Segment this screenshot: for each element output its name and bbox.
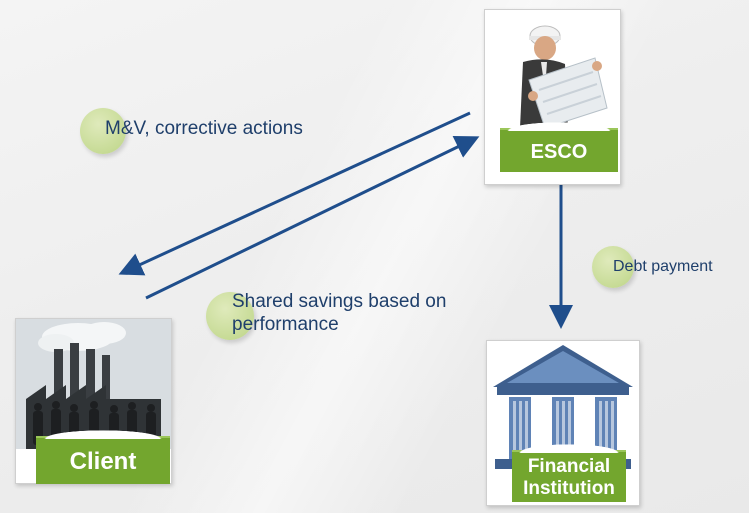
mv-bubble xyxy=(80,108,126,154)
client-label: Client xyxy=(69,448,137,475)
esco-label: ESCO xyxy=(530,141,588,163)
factory-icon xyxy=(16,319,171,449)
esco-tag: ESCO xyxy=(500,121,618,172)
arrow-esco-to-client xyxy=(118,111,471,276)
shared-label-line1: Shared savings based on xyxy=(232,291,447,312)
arrow-client-to-esco xyxy=(145,136,480,300)
shared-label-line2: performance xyxy=(232,314,339,335)
financial-tag: Financial Institution xyxy=(512,443,626,502)
client-node xyxy=(15,318,172,484)
client-tag: Client xyxy=(36,429,170,484)
shared-bubble xyxy=(206,292,254,340)
mv-label: M&V, corrective actions xyxy=(105,118,303,139)
debt-bubble xyxy=(592,246,634,288)
debt-label: Debt payment xyxy=(613,258,713,275)
financial-label-line2: Institution xyxy=(523,478,615,499)
financial-label-line1: Financial xyxy=(527,456,611,477)
